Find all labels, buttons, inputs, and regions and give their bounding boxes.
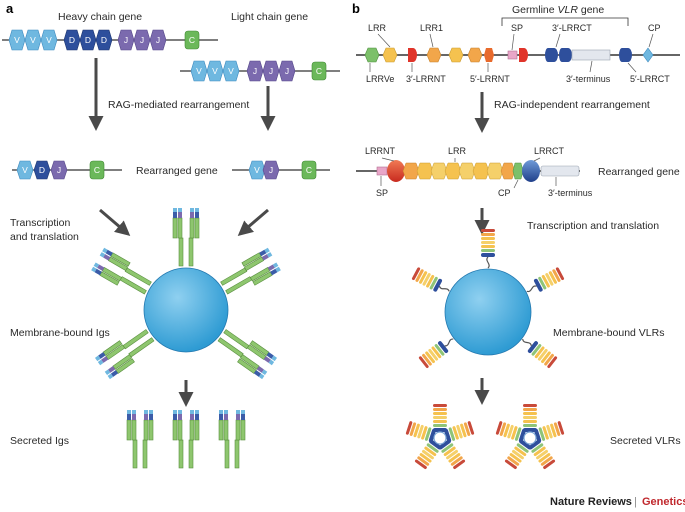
- ig-cell: [90, 207, 282, 380]
- rag-independent-label: RAG-independent rearrangement: [494, 99, 650, 111]
- lc-j1: J: [253, 66, 257, 76]
- lc-v1: V: [196, 66, 202, 76]
- lc-j3: J: [285, 66, 289, 76]
- transcription-label-b: Transcription and translation: [527, 220, 659, 232]
- rearranged-leader-lines: [380, 157, 557, 189]
- lrr-label-rearranged: LRR: [448, 146, 467, 156]
- lrrct-label: LRRCT: [534, 146, 565, 156]
- heavy-chain-gene-label: Heavy chain gene: [58, 11, 142, 23]
- hc-d2: D: [85, 35, 91, 45]
- rhc-j: J: [57, 165, 61, 175]
- light-chain-germline: V V V J J J C: [180, 60, 340, 82]
- secreted-igs: [126, 409, 246, 469]
- germline-vlr-gene: [356, 47, 680, 63]
- rearranged-gene-label-a: Rearranged gene: [136, 165, 218, 177]
- transcription-arrow-right: [237, 208, 269, 236]
- rhc-v: V: [22, 165, 28, 175]
- svg-text:Germline VLR gene: Germline VLR gene: [512, 4, 604, 16]
- journal-section: Genetics: [642, 496, 685, 508]
- 3-terminus-label-top: 3′-terminus: [566, 74, 611, 84]
- secreted-vlr-pentamer-2: [495, 404, 565, 470]
- lc-j2: J: [269, 66, 273, 76]
- heavy-chain-germline: V V V D D D J J J C: [2, 29, 218, 51]
- transcription-arrow-left: [99, 208, 131, 236]
- 3-lrrnt-label: 3′-LRRNT: [406, 74, 446, 84]
- 5-lrrct-label: 5′-LRRCT: [630, 74, 670, 84]
- membrane-bound-igs-label: Membrane-bound Igs: [10, 327, 110, 339]
- germline-suffix: gene: [578, 4, 604, 16]
- rearranged-gene-label-b: Rearranged gene: [598, 166, 680, 178]
- rlc-j: J: [269, 165, 273, 175]
- lrrve-label: LRRVe: [366, 74, 394, 84]
- panel-b-letter: b: [352, 1, 360, 16]
- lc-c: C: [316, 66, 322, 76]
- secreted-igs-label: Secreted Igs: [10, 435, 69, 447]
- rearranged-light-gene: V J C: [232, 160, 330, 180]
- germline-prefix: Germline: [512, 4, 558, 16]
- lrr1-label: LRR1: [420, 23, 443, 33]
- lc-v2: V: [212, 66, 218, 76]
- lrr-label-top: LRR: [368, 23, 387, 33]
- secreted-vlrs-label: Secreted VLRs: [610, 435, 681, 447]
- rearranged-vlr-gene: [356, 160, 580, 182]
- 3-lrrct-label: 3′-LRRCT: [552, 23, 592, 33]
- germline-vlr: VLR: [558, 4, 579, 16]
- rlc-c: C: [306, 165, 312, 175]
- cp-label-bottom: CP: [498, 188, 511, 198]
- hc-v1: V: [14, 35, 20, 45]
- sp-label-top: SP: [511, 23, 523, 33]
- journal-footer: Nature Reviews | Genetics: [550, 496, 685, 508]
- transcription-label-a-1: Transcription: [10, 217, 70, 229]
- hc-d3: D: [101, 35, 107, 45]
- hc-j1: J: [124, 35, 128, 45]
- hc-v3: V: [46, 35, 52, 45]
- hc-j2: J: [140, 35, 144, 45]
- lrrnt-label: LRRNT: [365, 146, 396, 156]
- hc-d1: D: [69, 35, 75, 45]
- rearranged-heavy-gene: V D J C: [12, 160, 122, 180]
- transcription-label-a-2: and translation: [10, 231, 79, 243]
- hc-j3: J: [156, 35, 160, 45]
- hc-c: C: [189, 35, 195, 45]
- sp-label-bottom: SP: [376, 188, 388, 198]
- journal-separator: |: [634, 496, 637, 508]
- hc-v2: V: [30, 35, 36, 45]
- 3-terminus-label-bottom: 3′-terminus: [548, 188, 593, 198]
- vlr-cell: [410, 228, 566, 370]
- germline-vlr-gene-title: Germline VLR gene: [501, 4, 629, 26]
- rlc-v: V: [254, 165, 260, 175]
- membrane-bound-vlrs-label: Membrane-bound VLRs: [553, 327, 664, 339]
- secreted-vlr-pentamer-1: [405, 404, 475, 470]
- panel-a-letter: a: [6, 1, 14, 16]
- rhc-c: C: [94, 165, 100, 175]
- light-chain-gene-label: Light chain gene: [231, 11, 308, 23]
- lc-v3: V: [228, 66, 234, 76]
- cp-label-top: CP: [648, 23, 661, 33]
- 5-lrrnt-label: 5′-LRRNT: [470, 74, 510, 84]
- germline-leader-lines: [369, 33, 654, 73]
- rhc-d: D: [39, 165, 45, 175]
- rag-mediated-label: RAG-mediated rearrangement: [108, 99, 249, 111]
- journal-name: Nature Reviews: [550, 496, 632, 508]
